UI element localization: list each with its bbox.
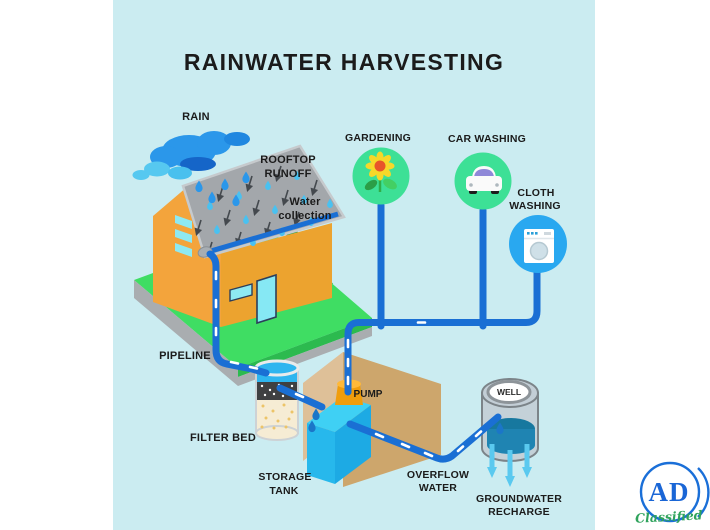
overflow-water-label: WATER	[419, 482, 457, 494]
page-title: RAINWATER HARVESTING	[184, 49, 504, 75]
water-collection-label: collection	[278, 210, 331, 222]
roof-runoff-arrows	[194, 165, 319, 257]
water-collection-label: Water	[289, 196, 321, 208]
usage-gardening	[352, 147, 410, 205]
down-arrow-icon	[487, 444, 532, 487]
ad-classified-logo: AD Classified	[635, 461, 710, 526]
roof	[181, 144, 346, 259]
pump-label: PUMP	[354, 389, 383, 400]
rooftop-runoff-label: ROOFTOP	[260, 154, 316, 166]
rain-label: RAIN	[182, 111, 210, 123]
washing-machine-icon	[524, 229, 554, 263]
usage-car-washing	[454, 152, 512, 210]
sunflower-icon	[364, 151, 397, 192]
cloth-washing-label: WASHING	[509, 200, 561, 212]
well-label: WELL	[497, 387, 521, 397]
storage-tank-label: STORAGE	[258, 471, 311, 483]
house-icon	[153, 144, 346, 327]
pipeline-label: PIPELINE	[159, 350, 211, 362]
window	[229, 283, 253, 302]
logo-tagline: Classified	[635, 507, 703, 526]
car-icon	[466, 166, 502, 194]
filter-cylinder-icon	[254, 359, 300, 441]
overflow-water-label: OVERFLOW	[407, 469, 469, 481]
logo-text: AD	[649, 477, 690, 507]
rooftop-runoff-label: RUNOFF	[264, 168, 311, 180]
storage-tank-label: TANK	[269, 485, 298, 497]
window	[175, 215, 192, 257]
logo-arc	[697, 467, 710, 518]
downpipe	[206, 250, 270, 377]
gardening-label: GARDENING	[345, 132, 411, 144]
well-icon	[481, 378, 539, 462]
groundwater-recharge-label: RECHARGE	[488, 506, 550, 518]
sand-speckles	[260, 403, 294, 430]
cloth-washing-label: CLOTH	[517, 187, 554, 199]
overflow-pipe	[346, 413, 502, 463]
groundwater-recharge-label: GROUNDWATER	[476, 493, 562, 505]
gutter	[203, 211, 339, 256]
usage-cloth-washing	[509, 215, 567, 273]
cloud-icon	[132, 131, 250, 180]
filter-bed-label: FILTER BED	[190, 432, 256, 444]
storage-tank-icon	[303, 352, 441, 487]
pump-riser-manifold	[344, 267, 541, 396]
logo-circle	[639, 461, 701, 523]
pipe-flow-dashes	[214, 270, 483, 458]
labels: RAINWATER HARVESTING RAIN ROOFTOP RUNOFF…	[159, 49, 562, 518]
car-washing-label: CAR WASHING	[448, 133, 526, 145]
door-window	[256, 273, 277, 325]
